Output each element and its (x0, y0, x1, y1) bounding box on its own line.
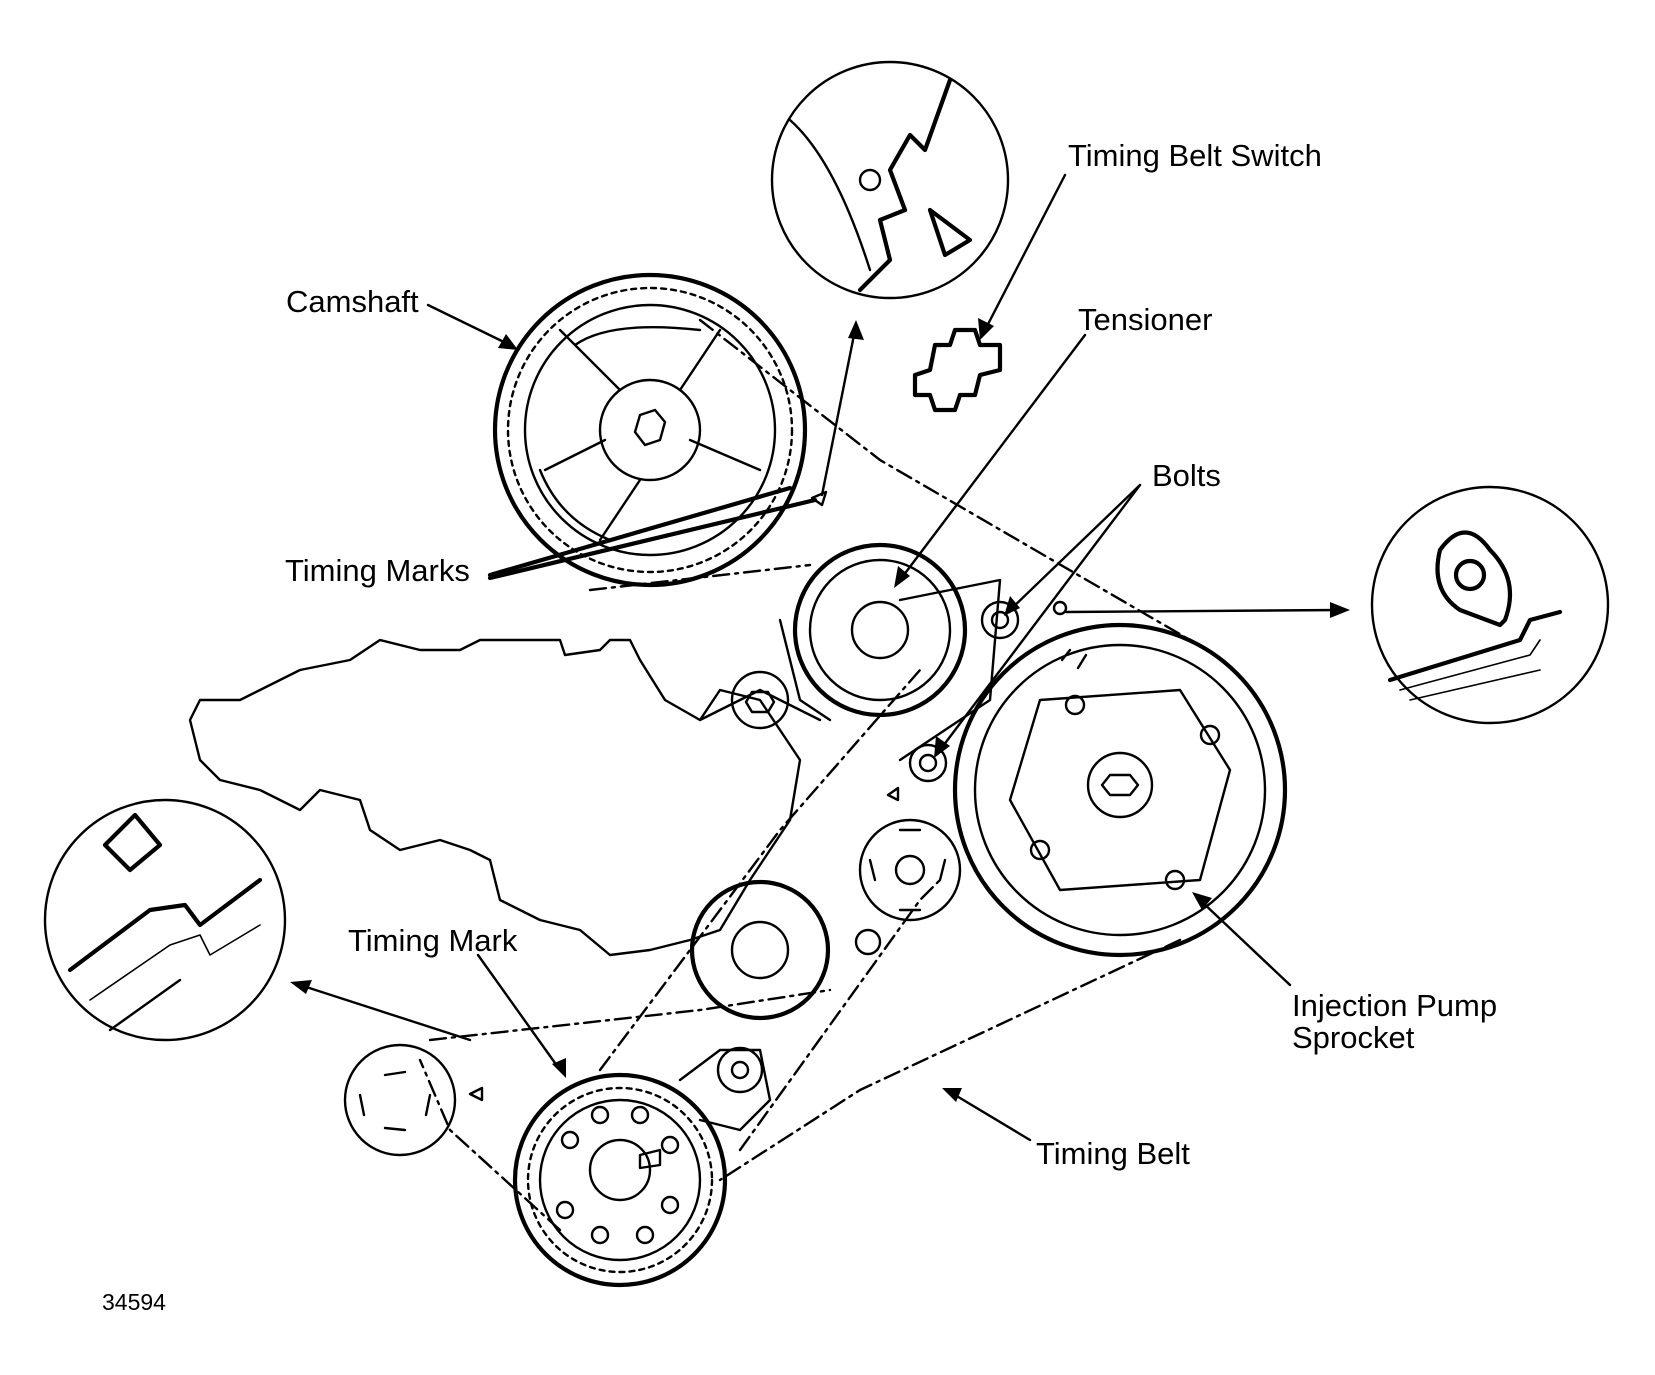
bolts (908, 600, 1020, 783)
label-timing-belt-switch: Timing Belt Switch (1068, 138, 1322, 173)
timing-triangle-cam (810, 490, 828, 507)
leader-lines (290, 173, 1350, 1142)
idler-pulley-upper (858, 818, 962, 922)
timing-belt-switch-part (912, 327, 1003, 413)
label-camshaft: Camshaft (286, 284, 419, 319)
detail-circle-crank (43, 798, 287, 1042)
timing-triangle-oil (468, 1086, 484, 1102)
tensioner-lower (678, 1046, 772, 1132)
figure-number: 34594 (102, 1289, 166, 1315)
engine-block-outline (188, 638, 802, 957)
label-timing-marks: Timing Marks (285, 553, 470, 588)
label-tensioner: Tensioner (1078, 302, 1213, 337)
label-timing-belt: Timing Belt (1036, 1136, 1190, 1171)
detail-circle-pump (1370, 485, 1610, 725)
oil-pump-pulley (343, 1043, 457, 1157)
tensioner-pulley (792, 542, 968, 718)
injection-pump-sprocket (952, 622, 1288, 958)
detail-circle-camshaft (770, 60, 1010, 300)
timing-triangle-idler (886, 786, 900, 802)
label-injection-pump-line2: Sprocket (1292, 1020, 1415, 1055)
timing-belt (418, 318, 1192, 1232)
idler-pulley-middle (689, 879, 882, 1021)
label-timing-mark: Timing Mark (348, 923, 518, 958)
timing-dot-pump (1052, 600, 1068, 616)
label-bolts: Bolts (1152, 458, 1221, 493)
camshaft-sprocket (492, 272, 808, 588)
tensioner-arm (698, 578, 1002, 762)
crankshaft-sprocket (512, 1072, 728, 1288)
crank-holes (555, 1105, 680, 1245)
label-injection-pump-line1: Injection Pump (1292, 988, 1498, 1023)
